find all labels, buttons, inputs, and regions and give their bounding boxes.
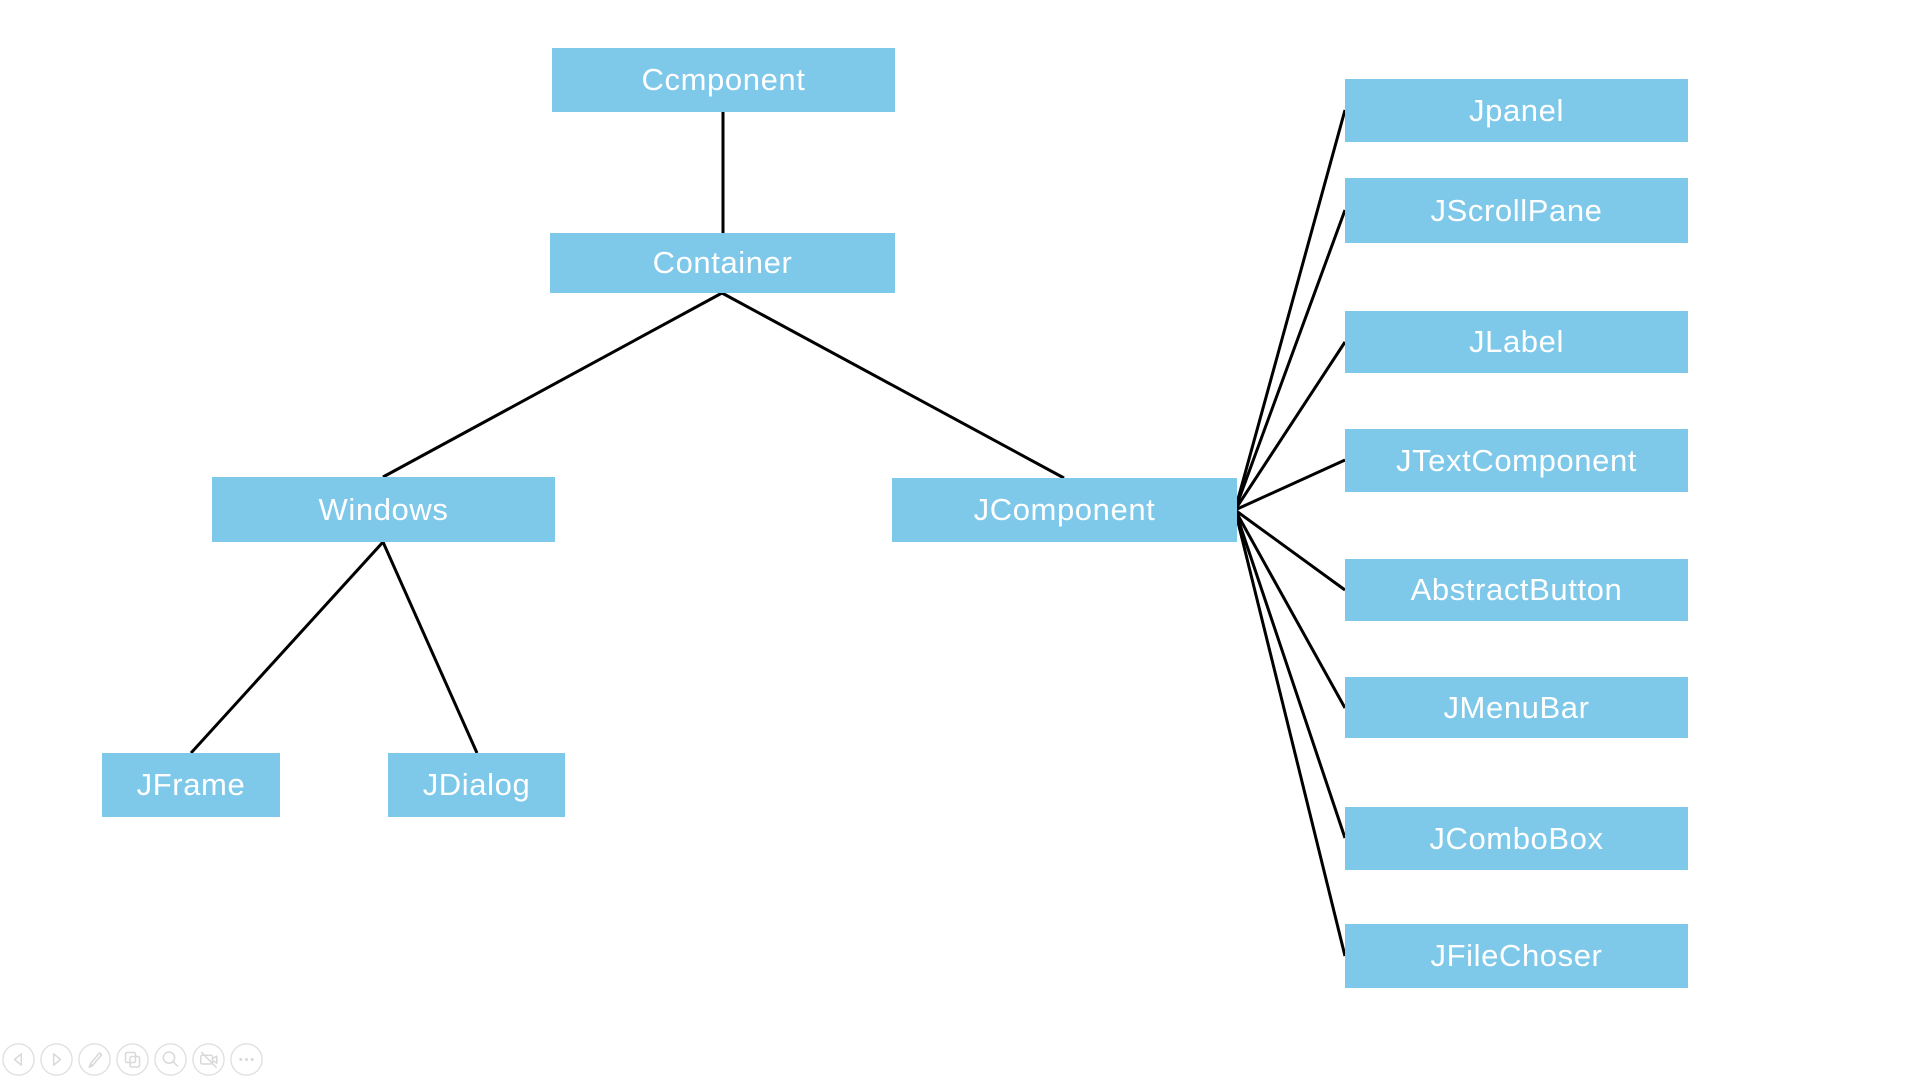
diagram-node-jlabel: JLabel (1345, 311, 1688, 373)
diagram-node-jfilechoser: JFileChoser (1345, 924, 1688, 988)
diagram-node-container: Container (550, 233, 895, 293)
camera-off-button[interactable] (192, 1043, 225, 1076)
presentation-toolbar (2, 1043, 263, 1076)
more-options-button[interactable] (230, 1043, 263, 1076)
next-slide-button[interactable] (40, 1043, 73, 1076)
next-slide-icon (40, 1043, 73, 1076)
zoom-button[interactable] (154, 1043, 187, 1076)
diagram-node-jmenubar: JMenuBar (1345, 677, 1688, 738)
edge-jcomponent-jtextcomponent (1234, 458, 1346, 512)
edge-windows-jdialog (381, 541, 479, 754)
diagram-node-jframe: JFrame (102, 753, 280, 817)
previous-slide-button[interactable] (2, 1043, 35, 1076)
edge-container-windows (382, 291, 723, 479)
edge-jcomponent-jlabel (1233, 341, 1347, 511)
diagram-node-jscrollpane: JScrollPane (1345, 178, 1688, 243)
edge-container-jcomponent (721, 291, 1065, 480)
edge-jcomponent-jscrollpane (1233, 209, 1347, 511)
edge-windows-jframe (189, 540, 385, 755)
previous-slide-icon (2, 1043, 35, 1076)
diagram-node-component: Ccmponent (552, 48, 895, 112)
edge-jcomponent-abstractbutton (1234, 508, 1346, 592)
zoom-icon (154, 1043, 187, 1076)
diagram-node-jdialog: JDialog (388, 753, 565, 817)
edge-jcomponent-jcombobox (1233, 509, 1347, 839)
edge-jcomponent-jpanel (1233, 109, 1347, 511)
pen-icon (78, 1043, 111, 1076)
diagram-node-jtextcomponent: JTextComponent (1345, 429, 1688, 492)
pen-button[interactable] (78, 1043, 111, 1076)
diagram-node-jcomponent: JComponent (892, 478, 1237, 542)
diagram-node-abstractbutton: AbstractButton (1345, 559, 1688, 621)
diagram-node-windows: Windows (212, 477, 555, 542)
edge-jcomponent-jmenubar (1233, 509, 1347, 709)
more-options-icon (230, 1043, 263, 1076)
slide-browser-icon (116, 1043, 149, 1076)
slide-browser-button[interactable] (116, 1043, 149, 1076)
camera-off-icon (192, 1043, 225, 1076)
diagram-node-jpanel: Jpanel (1345, 79, 1688, 142)
edge-jcomponent-jfilechoser (1233, 509, 1347, 957)
diagram-node-jcombobox: JComboBox (1345, 807, 1688, 870)
